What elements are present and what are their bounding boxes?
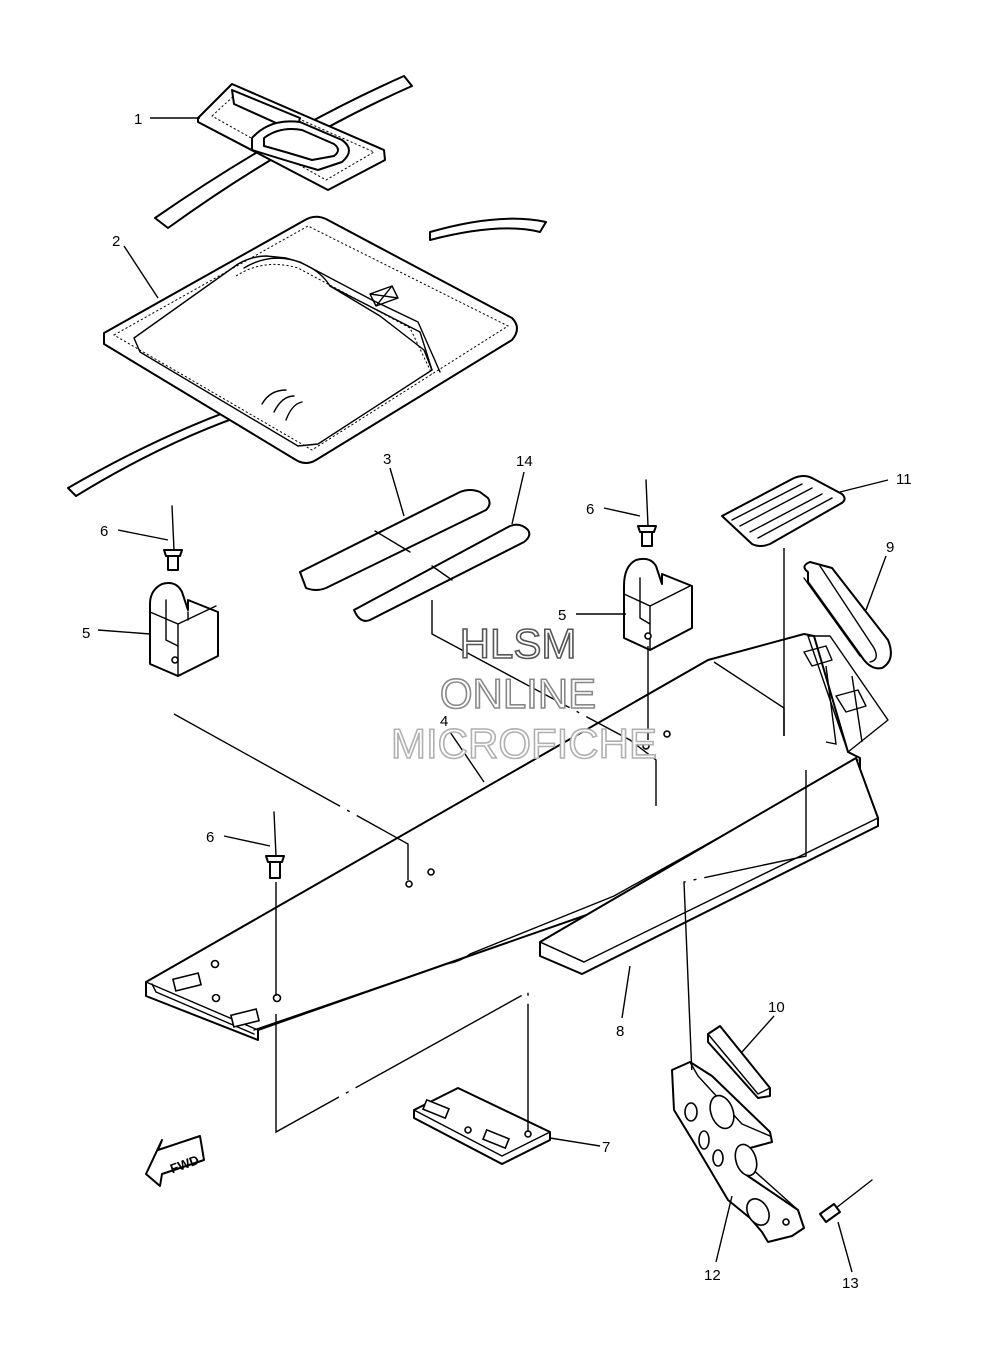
callout-4: 4: [440, 713, 448, 730]
leader-lines: [97, 117, 889, 1273]
callout-2: 2: [112, 233, 120, 250]
callout-9: 9: [886, 539, 894, 556]
part-4-plate: [145, 633, 889, 1041]
part-6-rivet-right: [637, 479, 657, 547]
callout-8: 8: [616, 1023, 624, 1040]
callout-12: 12: [704, 1267, 721, 1284]
watermark-line2: ONLINE: [440, 670, 596, 717]
callout-6-bottom: 6: [206, 829, 214, 846]
part-5-clip-right: [623, 557, 693, 651]
watermark-line1: HLSM: [460, 620, 577, 667]
callout-6-right: 6: [586, 501, 594, 518]
callout-13: 13: [842, 1275, 859, 1292]
part-7-bracket: [413, 1087, 551, 1165]
part-10-strip: [707, 1025, 771, 1099]
callout-1: 1: [134, 111, 142, 128]
part-9-cable: [803, 561, 892, 670]
part-14-label: [353, 523, 531, 622]
fwd-arrow-icon: FWD: [145, 1135, 205, 1187]
callout-5-right: 5: [558, 607, 566, 624]
watermark-line3: MICROFICHE: [391, 720, 657, 767]
callout-7: 7: [602, 1139, 610, 1156]
callout-5-left: 5: [82, 625, 90, 642]
callout-11: 11: [896, 471, 912, 488]
part-6-rivet-left: [163, 505, 183, 571]
assembly-lines: [173, 548, 863, 1134]
watermark: HLSM ONLINE MICROFICHE: [390, 619, 658, 768]
callout-3: 3: [383, 451, 391, 468]
part-1-pouch: [154, 75, 413, 229]
callout-14: 14: [516, 453, 533, 470]
part-6-rivet-bottom: [265, 811, 285, 879]
callout-labels: 1 2 3 14 6 5 6 5 11 9 4 6 8 10 7 12 13: [82, 111, 912, 1292]
part-2-mat: [67, 215, 547, 497]
callout-10: 10: [768, 999, 785, 1016]
part-8-block: [539, 757, 879, 975]
part-3-label: [299, 489, 491, 591]
part-11-pad: [721, 475, 846, 547]
part-12-bracket: [671, 1061, 805, 1243]
part-5-clip-left: [149, 582, 219, 677]
callout-6-left: 6: [100, 523, 108, 540]
part-13-rivet: [819, 1179, 873, 1223]
